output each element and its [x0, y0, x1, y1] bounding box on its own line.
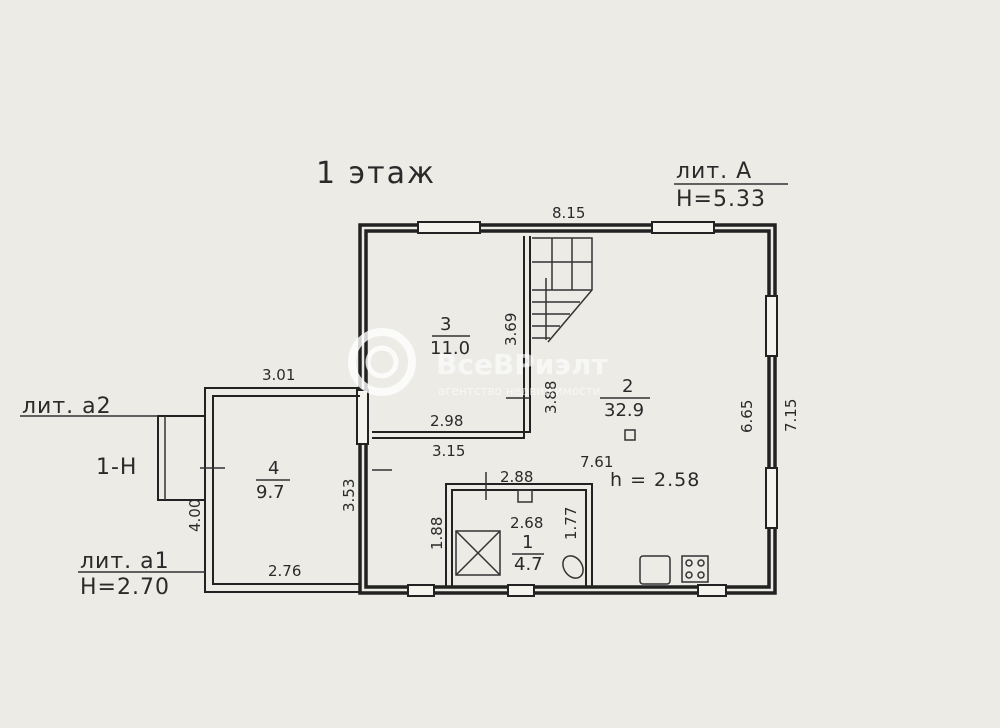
window-bottom-b [507, 584, 535, 597]
room-3-area: 11.0 [430, 338, 470, 359]
bathroom-walls [445, 472, 593, 587]
window-bottom-c [697, 584, 727, 597]
room-1-number: 1 [522, 532, 533, 553]
window-right-bottom [765, 467, 778, 529]
dim-room2-length: 7.61 [580, 453, 613, 471]
lit-a1-label: лит. а1 [80, 549, 170, 574]
dim-room3-width: 2.98 [430, 412, 463, 430]
annex-walls [200, 387, 392, 593]
dim-room3-height: 3.69 [502, 313, 520, 346]
window-top-left [417, 221, 481, 234]
dim-top-width: 8.15 [552, 204, 585, 222]
porch-label: 1-Н [96, 455, 137, 480]
room-4-number: 4 [268, 458, 279, 479]
floor-title: 1 этаж [316, 156, 436, 191]
stove [681, 555, 709, 583]
ceiling-height: h = 2.58 [610, 469, 700, 491]
dim-bath-top: 2.88 [500, 468, 533, 486]
door-left [356, 389, 369, 445]
shower-tray [455, 530, 501, 576]
dim-right-outer: 7.15 [782, 399, 800, 432]
dim-room4-side: 4.00 [186, 499, 204, 532]
window-top-right [651, 221, 715, 234]
room-1-area: 4.7 [514, 554, 543, 575]
room-2-number: 2 [622, 376, 633, 397]
toilet [562, 555, 584, 579]
dim-right-inner: 6.65 [738, 400, 756, 433]
dim-room4-top: 3.01 [262, 366, 295, 384]
dim-left-wall: 3.53 [340, 479, 358, 512]
agency-logo-icon [348, 328, 416, 396]
dim-bath-right: 1.77 [562, 507, 580, 540]
watermark-brand: ВсеВРиэлт [436, 348, 609, 381]
lit-a1-height: Н=2.70 [80, 575, 170, 600]
window-right-top [765, 295, 778, 357]
main-house-walls [356, 221, 778, 597]
kitchen-fixtures [624, 429, 709, 585]
staircase [532, 237, 593, 343]
chimney-marker [624, 429, 636, 441]
lit-a-label: лит. А [676, 159, 752, 184]
dim-corridor: 3.15 [432, 442, 465, 460]
lit-a2-label: лит. а2 [22, 394, 112, 419]
porch-walls [20, 415, 205, 501]
agency-watermark: ВсеВРиэлт агентство недвижимости [348, 328, 609, 398]
room-3-number: 3 [440, 314, 451, 335]
room-3-walls [372, 236, 531, 439]
dim-stair-width: 3.88 [542, 381, 560, 414]
dim-bath-inner: 2.68 [510, 514, 543, 532]
window-bottom-a [407, 584, 435, 597]
sink [517, 489, 533, 503]
watermark-tagline: агентство недвижимости [438, 384, 600, 398]
lit-a-height: Н=5.33 [676, 187, 766, 212]
dim-room4-bottom: 2.76 [268, 562, 301, 580]
kitchen-sink [639, 555, 671, 585]
dim-bath-left: 1.88 [428, 517, 446, 550]
room-2-area: 32.9 [604, 400, 644, 421]
room-4-area: 9.7 [256, 482, 285, 503]
